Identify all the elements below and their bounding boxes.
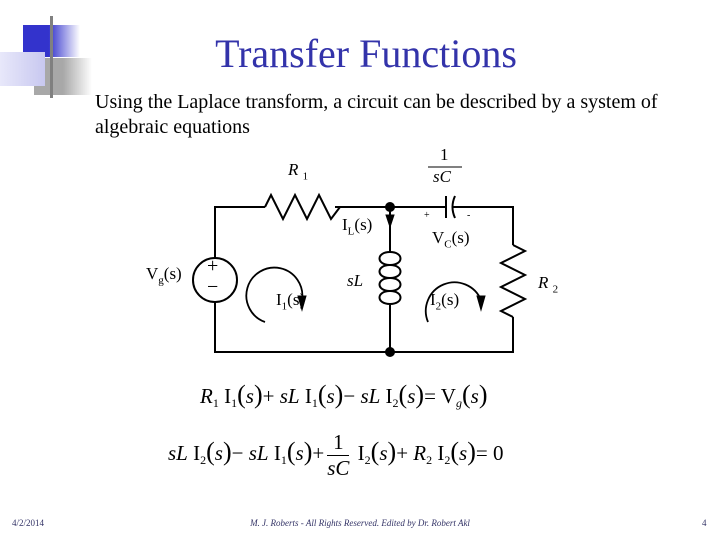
equation-token: (	[206, 437, 215, 467]
equation-token: 2	[200, 453, 207, 468]
equation-token: s	[326, 384, 335, 408]
label-cap-minus: -	[467, 210, 471, 221]
equation-token: (	[370, 437, 380, 467]
equation-token: I	[187, 441, 201, 466]
decorative-squares	[0, 16, 92, 98]
equation-token: 1	[212, 396, 219, 410]
equation-token: (	[286, 437, 296, 467]
equation-token: I	[352, 441, 365, 466]
equation-token: (	[398, 380, 408, 409]
equation-token: = 0	[475, 441, 504, 466]
equation-token: )	[478, 380, 488, 409]
page-number: 4	[702, 518, 707, 528]
equation-token: −	[343, 384, 361, 408]
equation-token: 2	[364, 453, 371, 468]
bullet-text: Using the Laplace transform, a circuit c…	[95, 91, 658, 138]
source-minus: −	[207, 276, 219, 298]
equation-token: −	[231, 441, 249, 466]
footer-date: 4/2/2014	[12, 518, 45, 528]
il-arrow	[385, 214, 395, 229]
label-cap-num: 1	[440, 145, 449, 164]
equation-token: I	[380, 384, 393, 408]
equation-token: +	[312, 441, 325, 466]
equation-token: sL	[360, 384, 381, 408]
fraction-denominator: sC	[327, 456, 350, 480]
capacitor	[445, 195, 456, 219]
equation-token: )	[387, 437, 397, 467]
equation-token: 1	[231, 396, 238, 410]
equation-token: )	[334, 380, 344, 409]
equation-token: +	[396, 441, 414, 466]
resistor-r1	[264, 192, 341, 222]
equation-token: sL	[168, 441, 188, 466]
equation-token: )	[467, 437, 476, 467]
equation-1: R1 I1(s)+ sL I1(s)− sL I2(s)= Vg(s)	[200, 380, 488, 411]
equation-token: I	[268, 441, 281, 466]
label-r1: R 1	[288, 160, 309, 183]
equation-token: (	[237, 380, 246, 409]
equation-token: )	[253, 380, 263, 409]
fraction-numerator: 1	[327, 430, 350, 456]
source-plus: +	[207, 255, 219, 277]
label-r2: R 2	[538, 273, 559, 296]
equation-token: +	[262, 384, 280, 408]
equation-token: s	[459, 441, 468, 466]
equation-token: (	[450, 437, 460, 467]
equation-token: s	[379, 441, 388, 466]
equation-token: I	[218, 384, 232, 408]
equation-token: 2	[444, 453, 451, 468]
inductor	[378, 251, 402, 313]
label-cap-den: sC	[433, 167, 451, 186]
label-vg: Vg(s)	[146, 264, 182, 287]
equation-token: s	[295, 441, 304, 466]
equation-token: 2	[392, 396, 399, 410]
label-vc: VC(s)	[432, 228, 470, 251]
equation-token: (	[461, 380, 471, 409]
equation-token: R	[200, 384, 213, 408]
loop-arrow-i1	[245, 266, 304, 323]
label-i2: I2(s)	[430, 290, 460, 313]
equation-token: s	[407, 384, 416, 408]
equation-token: s	[470, 384, 479, 408]
equation-token: R	[413, 441, 427, 466]
equation-token: 1	[280, 453, 287, 468]
resistor-r2	[498, 244, 528, 318]
node	[385, 202, 395, 212]
equation-token: )	[303, 437, 313, 467]
equation-token: )	[222, 437, 232, 467]
label-cap-plus: +	[424, 210, 430, 221]
equation-token: g	[455, 396, 462, 410]
equation-token: 1	[311, 396, 318, 410]
equation-token: s	[245, 384, 254, 408]
equation-token: I	[432, 441, 445, 466]
equation-token: I	[299, 384, 312, 408]
equation-token: sL	[248, 441, 269, 466]
equation-token: )	[415, 380, 425, 409]
footer-credit: M. J. Roberts - All Rights Reserved. Edi…	[250, 518, 470, 528]
label-sl: sL	[347, 271, 364, 290]
label-i1: I1(s)	[276, 290, 306, 313]
loop-arrow-i2	[424, 281, 482, 323]
slide-title: Transfer Functions	[215, 31, 517, 76]
voltage-source	[192, 257, 238, 303]
node	[385, 347, 395, 357]
equation-token: = V	[424, 384, 456, 408]
equation-token: (	[317, 380, 327, 409]
equation-token: sL	[279, 384, 300, 408]
equation-token: s	[214, 441, 223, 466]
label-il: IL(s)	[342, 215, 373, 238]
equation-token: 2	[426, 453, 433, 468]
